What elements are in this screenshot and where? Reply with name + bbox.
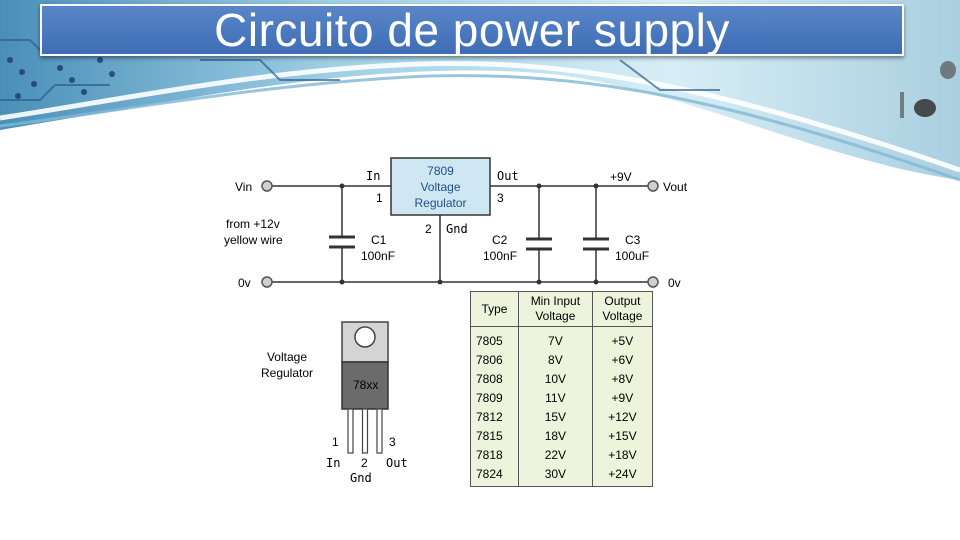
c1-name: C1 bbox=[371, 233, 387, 247]
title-bar: Circuito de power supply bbox=[40, 4, 904, 56]
package-body bbox=[341, 361, 389, 410]
table-cell: +9V bbox=[591, 388, 654, 407]
header-type: Type bbox=[470, 291, 519, 327]
package-pin-1 bbox=[347, 408, 354, 454]
table-cell: 7812 bbox=[470, 407, 519, 426]
package-pin-3 bbox=[376, 408, 383, 454]
pin-out-label: Out bbox=[497, 169, 519, 183]
package-mount-hole bbox=[354, 326, 376, 348]
table-cell: +8V bbox=[591, 369, 654, 388]
table-cell: 11V bbox=[517, 388, 593, 407]
c3-name: C3 bbox=[625, 233, 641, 247]
table-cell: 22V bbox=[517, 445, 593, 464]
pin-gnd-number: 2 bbox=[425, 222, 432, 236]
c2-name: C2 bbox=[492, 233, 508, 247]
table-cell: +18V bbox=[591, 445, 654, 464]
vin-terminal bbox=[261, 180, 273, 192]
c3-value: 100uF bbox=[615, 249, 649, 263]
ground-left-label: 0v bbox=[238, 276, 251, 290]
table-cell: +12V bbox=[591, 407, 654, 426]
table-cell: 18V bbox=[517, 426, 593, 445]
c2-value: 100nF bbox=[483, 249, 517, 263]
pin-out-number: 3 bbox=[497, 191, 504, 205]
table-cell: 15V bbox=[517, 407, 593, 426]
package-pin3-number: 3 bbox=[389, 435, 396, 449]
package-part: 78xx bbox=[353, 378, 378, 392]
table-cell: +5V bbox=[591, 326, 654, 350]
pin-gnd-label: Gnd bbox=[446, 222, 468, 236]
table-cell: 8V bbox=[517, 350, 593, 369]
package-pin3-name: Out bbox=[386, 456, 408, 470]
regulator-line2: Voltage bbox=[420, 180, 460, 194]
table-cell: +15V bbox=[591, 426, 654, 445]
source-note-line2: yellow wire bbox=[224, 233, 283, 247]
ground-left-terminal bbox=[261, 276, 273, 288]
vout-label: Vout bbox=[663, 180, 688, 194]
package-pin2-name: Gnd bbox=[350, 471, 372, 485]
regulator-line1: 7809 bbox=[427, 164, 454, 178]
table-cell: 10V bbox=[517, 369, 593, 388]
table-cell: +6V bbox=[591, 350, 654, 369]
table-cell: 7805 bbox=[470, 326, 519, 350]
regulator-box bbox=[390, 157, 491, 216]
package-pin-2 bbox=[361, 408, 369, 454]
table-cell: 30V bbox=[517, 464, 593, 487]
package-label-line1: Voltage bbox=[267, 350, 307, 364]
ground-right-label: 0v bbox=[668, 276, 681, 290]
to220-package bbox=[341, 321, 389, 454]
pin-in-number: 1 bbox=[376, 191, 383, 205]
table-cell: 7V bbox=[517, 326, 593, 350]
output-voltage-label: +9V bbox=[610, 170, 632, 184]
package-pin2-number: 2 bbox=[361, 456, 368, 470]
table-cell: +24V bbox=[591, 464, 654, 487]
c1-value: 100nF bbox=[361, 249, 395, 263]
ground-right-terminal bbox=[647, 276, 659, 288]
package-pin1-name: In bbox=[326, 456, 340, 470]
table-cell: 7818 bbox=[470, 445, 519, 464]
table-cell: 7815 bbox=[470, 426, 519, 445]
vin-label: Vin bbox=[235, 180, 252, 194]
regulator-line3: Regulator bbox=[414, 196, 466, 210]
package-label-line2: Regulator bbox=[261, 366, 313, 380]
table-cell: 7806 bbox=[470, 350, 519, 369]
pin-in-label: In bbox=[366, 169, 380, 183]
package-pin1-number: 1 bbox=[332, 435, 339, 449]
slide-title: Circuito de power supply bbox=[214, 4, 730, 56]
table-cell: 7808 bbox=[470, 369, 519, 388]
source-note-line1: from +12v bbox=[226, 217, 280, 231]
table-cell: 7809 bbox=[470, 388, 519, 407]
table-cell: 7824 bbox=[470, 464, 519, 487]
vout-terminal bbox=[647, 180, 659, 192]
